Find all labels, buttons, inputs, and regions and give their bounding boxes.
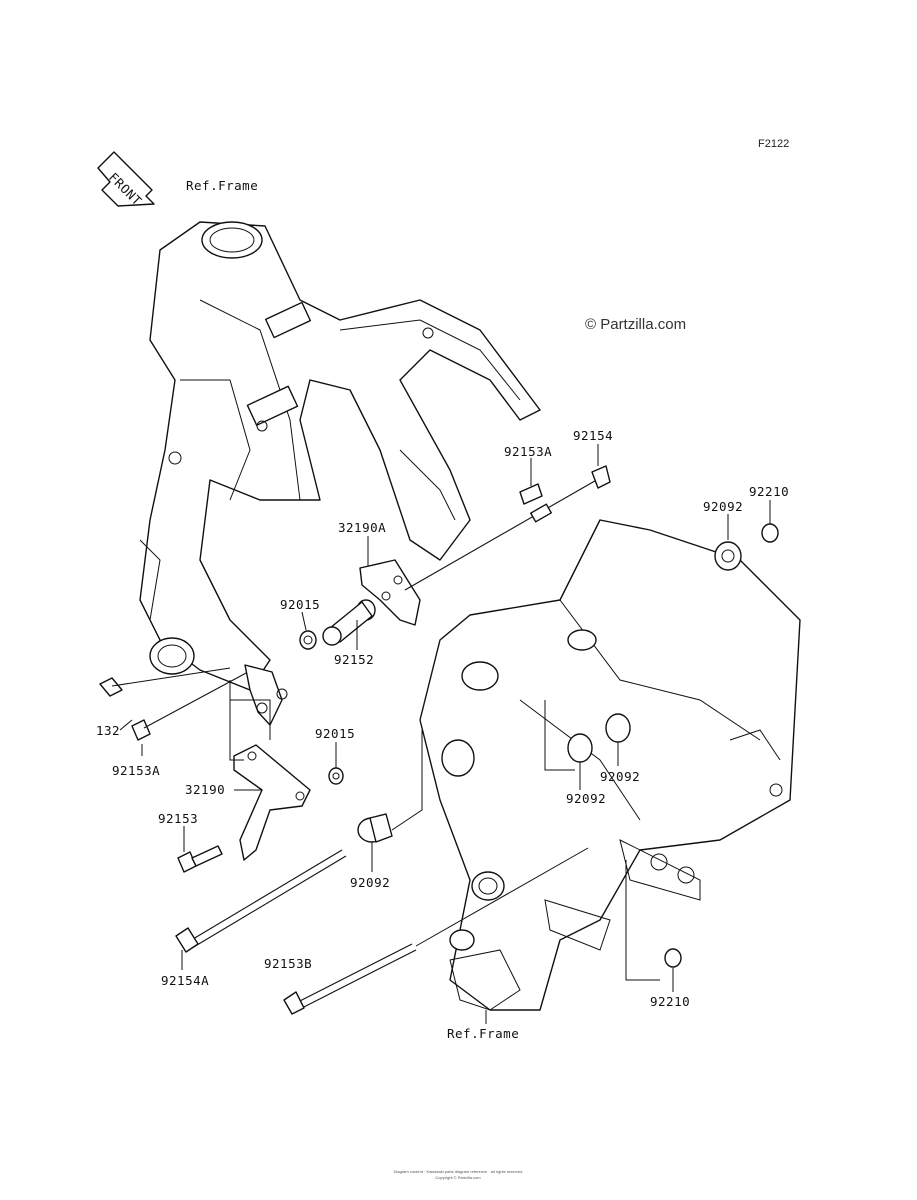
label-132[interactable]: 132: [96, 723, 120, 738]
ref-frame-label-top: Ref.Frame: [186, 178, 258, 193]
label-32190[interactable]: 32190: [185, 782, 225, 797]
label-92092-bottom[interactable]: 92092: [350, 875, 390, 890]
label-92092-mid[interactable]: 92092: [566, 791, 606, 806]
bolt-92154: [404, 465, 611, 591]
nut-92210-bottom: [664, 948, 682, 968]
rubber-92092-bottom: [357, 813, 393, 843]
label-92154a[interactable]: 92154A: [161, 973, 209, 988]
footer-line-1: Diagram content · Kawasaki parts diagram…: [394, 1169, 523, 1174]
bolt-92154a: [175, 849, 347, 953]
label-92153[interactable]: 92153: [158, 811, 198, 826]
frame-left-illustration: [139, 221, 541, 691]
watermark: © Partzilla.com: [585, 316, 686, 333]
ref-frame-label-bottom: Ref.Frame: [447, 1026, 519, 1041]
bolt-92153a-left: [131, 719, 151, 741]
label-92152[interactable]: 92152: [334, 652, 374, 667]
bolt-132: [99, 677, 123, 697]
label-92092-top[interactable]: 92092: [703, 499, 743, 514]
label-92153a-top[interactable]: 92153A: [504, 444, 552, 459]
footer-line-2: Copyright © Partzilla.com: [435, 1175, 481, 1180]
bolt-92153a-top: [519, 483, 543, 505]
frame-right-illustration: [419, 519, 801, 1011]
label-92092-mid-right[interactable]: 92092: [600, 769, 640, 784]
label-92210-top[interactable]: 92210: [749, 484, 789, 499]
nut-92015-mid: [328, 767, 344, 785]
rubber-92092-mid: [567, 733, 593, 763]
rubber-92092-top: [714, 541, 742, 571]
label-92153a-left[interactable]: 92153A: [112, 763, 160, 778]
nut-92015-top: [299, 630, 317, 650]
label-32190a[interactable]: 32190A: [338, 520, 386, 535]
front-arrow-icon: FRONT: [97, 151, 155, 209]
label-92015-top[interactable]: 92015: [280, 597, 320, 612]
bracket-32190: [233, 744, 311, 861]
collar-92152: [322, 599, 376, 646]
rubber-92092-mid-right: [605, 713, 631, 743]
bracket-32190a: [359, 559, 421, 626]
diagram-code: F2122: [758, 138, 789, 150]
label-92153b[interactable]: 92153B: [264, 956, 312, 971]
label-92015-mid[interactable]: 92015: [315, 726, 355, 741]
leader-lines: [119, 444, 771, 1024]
label-92210-bottom[interactable]: 92210: [650, 994, 690, 1009]
label-92154[interactable]: 92154: [573, 428, 613, 443]
bolt-92153b: [283, 847, 589, 1015]
bolt-92153: [177, 845, 223, 873]
nut-92210-top: [761, 523, 779, 543]
